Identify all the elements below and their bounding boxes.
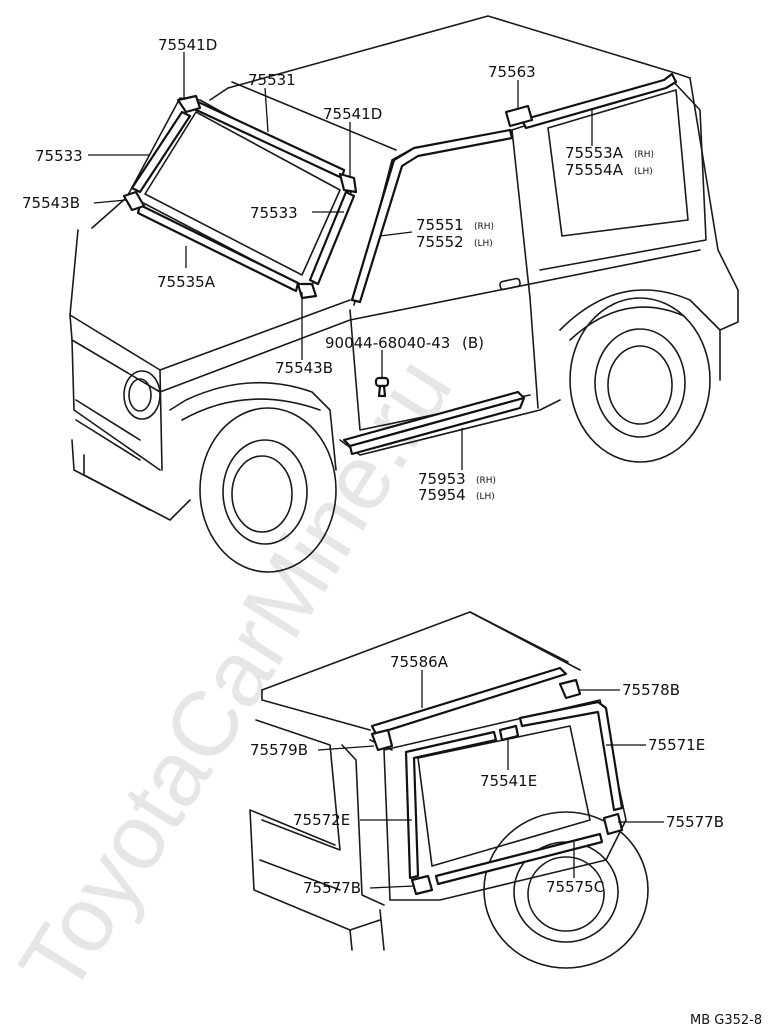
corner-75543B-left bbox=[122, 190, 146, 212]
label-75543B-b: 75543B bbox=[275, 359, 333, 377]
label-75541D-a: 75541D bbox=[158, 36, 217, 54]
corner-75541D-left bbox=[176, 94, 202, 114]
moulding-75572E bbox=[404, 730, 498, 880]
label-75954: 75954 bbox=[418, 486, 466, 504]
label-75953: 75953 bbox=[418, 470, 466, 488]
label-75541D-b: 75541D bbox=[323, 105, 382, 123]
label-75533-b: 75533 bbox=[250, 204, 298, 222]
label-75543B-a: 75543B bbox=[22, 194, 80, 212]
cap-75577B-left bbox=[410, 874, 434, 896]
top-part-labels: 75541D 75531 75541D 75533 75543B 75533 7… bbox=[22, 36, 654, 504]
moulding-75531 bbox=[190, 98, 346, 180]
moulding-75551 bbox=[350, 128, 514, 304]
label-75554A: 75554A bbox=[565, 161, 624, 179]
label-90044-note: (B) bbox=[462, 334, 484, 352]
label-75571E: 75571E bbox=[648, 736, 705, 754]
moulding-75575C bbox=[434, 832, 604, 886]
clip-90044 bbox=[374, 376, 390, 398]
moulding-75586A bbox=[370, 666, 568, 736]
corner-75541D-right bbox=[338, 172, 358, 194]
label-75563: 75563 bbox=[488, 63, 536, 81]
clip-75541E bbox=[498, 724, 520, 742]
label-75577B-b: 75577B bbox=[666, 813, 724, 831]
rear-vehicle-body bbox=[249, 611, 649, 969]
label-75531: 75531 bbox=[248, 71, 296, 89]
cap-75578B bbox=[558, 678, 582, 700]
clip-75563 bbox=[504, 104, 534, 128]
label-75552-side: (LH) bbox=[474, 239, 493, 249]
moulding-75571E bbox=[518, 700, 624, 812]
label-75541E: 75541E bbox=[480, 772, 537, 790]
moulding-75953-lower bbox=[348, 396, 526, 456]
label-75586A: 75586A bbox=[390, 653, 449, 671]
moulding-75535A bbox=[136, 203, 300, 293]
label-75551-side: (RH) bbox=[474, 222, 494, 232]
label-75554A-side: (LH) bbox=[634, 167, 653, 177]
label-90044: 90044-68040-43 bbox=[325, 334, 450, 352]
bottom-part-labels: 75586A 75578B 75579B 75571E 75541E 75572… bbox=[250, 653, 724, 897]
reference-code: MB G352-8 bbox=[690, 1013, 762, 1028]
cap-75579B bbox=[370, 728, 394, 752]
label-75575C: 75575C bbox=[546, 878, 604, 896]
label-75578B: 75578B bbox=[622, 681, 680, 699]
front-vehicle-body bbox=[69, 15, 739, 573]
rear-mouldings bbox=[370, 666, 624, 896]
corner-75543B-right bbox=[296, 282, 318, 300]
label-75553A: 75553A bbox=[565, 144, 624, 162]
bottom-leader-lines bbox=[317, 670, 664, 889]
label-75954-side: (LH) bbox=[476, 492, 495, 502]
label-75577B-a: 75577B bbox=[303, 879, 361, 897]
top-leader-lines bbox=[88, 52, 593, 470]
label-75572E: 75572E bbox=[293, 811, 350, 829]
label-75535A: 75535A bbox=[157, 273, 216, 291]
front-mouldings bbox=[122, 72, 678, 456]
moulding-75533-left bbox=[130, 110, 192, 194]
label-75551: 75551 bbox=[416, 216, 464, 234]
label-75953-side: (RH) bbox=[476, 476, 496, 486]
label-75553A-side: (RH) bbox=[634, 150, 654, 160]
cap-75577B-right bbox=[602, 812, 624, 836]
moulding-75533-right bbox=[308, 190, 356, 286]
label-75579B: 75579B bbox=[250, 741, 308, 759]
moulding-75553A bbox=[520, 72, 678, 130]
label-75533-a: 75533 bbox=[35, 147, 83, 165]
label-75552: 75552 bbox=[416, 233, 464, 251]
